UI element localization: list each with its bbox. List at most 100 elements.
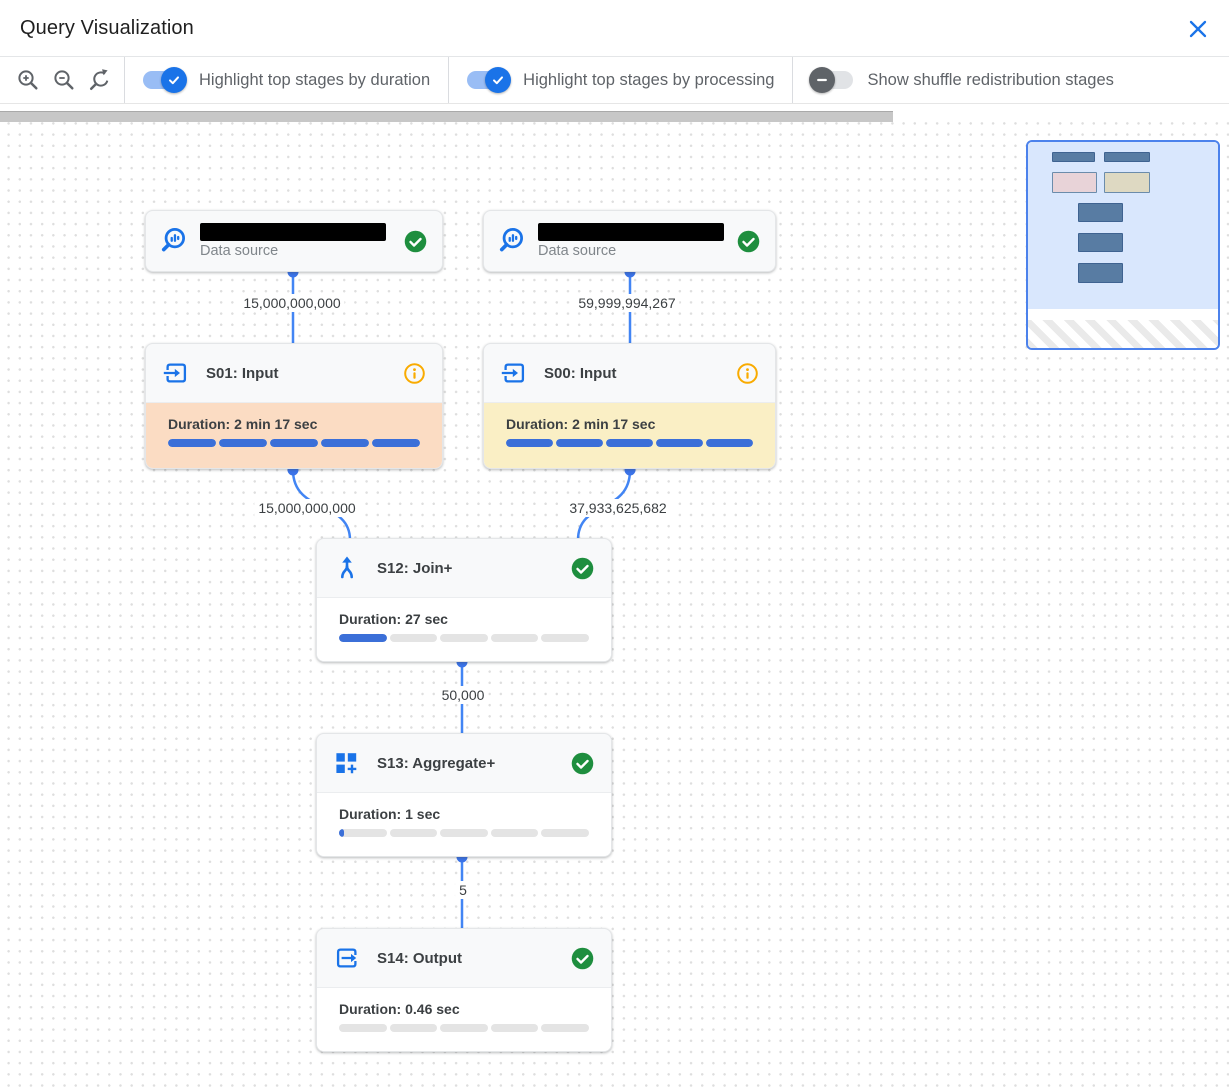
stage-body: Duration: 27 sec bbox=[317, 598, 611, 661]
minimap-node bbox=[1078, 263, 1123, 283]
show-shuffle-toggle[interactable] bbox=[809, 67, 854, 93]
minimap-node bbox=[1104, 172, 1150, 193]
join-stage-icon bbox=[341, 556, 353, 579]
edge-row-count: 50,000 bbox=[437, 686, 489, 704]
toolbar-divider bbox=[124, 57, 125, 103]
graph-canvas[interactable]: Data source Data source bbox=[0, 122, 1229, 1090]
progress-segment bbox=[440, 1024, 488, 1032]
minimap[interactable] bbox=[1026, 140, 1220, 350]
output-stage-icon bbox=[336, 948, 357, 968]
zoom-reset-button[interactable] bbox=[82, 62, 118, 98]
toggle-knob bbox=[809, 67, 836, 93]
highlight-processing-toggle[interactable] bbox=[467, 67, 512, 93]
progress-segment bbox=[389, 829, 438, 837]
progress-segment bbox=[168, 439, 216, 447]
stage-node-s01[interactable]: S01: Input Duration: 2 min 17 sec bbox=[145, 343, 443, 469]
stage-progress-bar bbox=[506, 439, 753, 447]
progress-segment bbox=[389, 634, 438, 642]
input-stage-icon bbox=[163, 363, 187, 383]
toggle-label-shuffle: Show shuffle redistribution stages bbox=[867, 70, 1114, 89]
stage-title: S13: Aggregate+ bbox=[377, 754, 496, 772]
progress-segment bbox=[490, 634, 539, 642]
progress-segment bbox=[556, 439, 603, 447]
input-stage-icon bbox=[501, 363, 525, 383]
stage-progress-bar bbox=[339, 829, 589, 837]
stage-body: Duration: 1 sec bbox=[317, 793, 611, 856]
minimap-empty-area bbox=[1028, 309, 1218, 320]
status-check-icon bbox=[571, 947, 594, 969]
progress-segment bbox=[656, 439, 703, 447]
toolbar: Highlight top stages by duration Highlig… bbox=[0, 57, 1229, 104]
stage-node-s00[interactable]: S00: Input Duration: 2 min 17 sec bbox=[483, 343, 776, 469]
toggle-knob bbox=[485, 67, 512, 93]
zoom-in-icon bbox=[18, 70, 38, 90]
check-icon bbox=[169, 76, 179, 85]
stage-title: S14: Output bbox=[377, 949, 462, 967]
data-source-label: Data source bbox=[200, 243, 279, 259]
zoom-out-icon bbox=[54, 70, 74, 90]
data-source-search-chart-icon bbox=[499, 227, 523, 252]
redacted-table-name bbox=[200, 223, 386, 241]
stage-body: Duration: 2 min 17 sec bbox=[146, 403, 442, 468]
minimap-node bbox=[1078, 203, 1123, 222]
horizontal-scrollbar[interactable] bbox=[0, 111, 893, 122]
info-icon[interactable] bbox=[737, 362, 758, 384]
toggle-group-shuffle: Show shuffle redistribution stages bbox=[799, 67, 1125, 93]
zoom-out-button[interactable] bbox=[46, 62, 82, 98]
close-button[interactable] bbox=[1183, 14, 1213, 44]
progress-segment bbox=[270, 439, 318, 447]
progress-segment bbox=[339, 634, 387, 642]
toggle-group-duration: Highlight top stages by duration bbox=[131, 67, 442, 93]
stage-node-s14[interactable]: S14: Output Duration: 0.46 sec bbox=[316, 928, 612, 1052]
progress-segment bbox=[440, 829, 488, 837]
progress-segment bbox=[219, 439, 267, 447]
edge-row-count: 15,000,000,000 bbox=[254, 499, 360, 517]
minimap-viewport[interactable] bbox=[1028, 142, 1218, 309]
stage-body: Duration: 2 min 17 sec bbox=[484, 403, 775, 468]
progress-segment bbox=[541, 634, 589, 642]
status-check-icon bbox=[571, 752, 594, 774]
minimap-node bbox=[1052, 172, 1097, 193]
toggle-knob bbox=[161, 67, 187, 93]
stage-title: S01: Input bbox=[206, 364, 279, 382]
progress-segment bbox=[541, 1024, 589, 1032]
edge-row-count: 37,933,625,682 bbox=[565, 499, 671, 517]
minus-icon bbox=[817, 78, 828, 82]
data-source-node-left[interactable]: Data source bbox=[145, 210, 443, 272]
data-source-text: Data source bbox=[200, 223, 386, 259]
minimap-node bbox=[1052, 152, 1095, 162]
stage-duration: Duration: 1 sec bbox=[339, 806, 441, 822]
highlight-duration-toggle[interactable] bbox=[143, 67, 187, 93]
toggle-group-processing: Highlight top stages by processing bbox=[455, 67, 786, 93]
data-source-label: Data source bbox=[538, 243, 617, 259]
stage-body: Duration: 0.46 sec bbox=[317, 988, 611, 1051]
check-icon bbox=[493, 76, 504, 85]
minimap-node bbox=[1078, 233, 1123, 252]
progress-segment bbox=[339, 1024, 387, 1032]
stage-title: S12: Join+ bbox=[377, 559, 453, 577]
progress-segment bbox=[321, 439, 369, 447]
stage-progress-bar bbox=[339, 634, 589, 642]
zoom-reset-icon bbox=[89, 69, 109, 91]
stage-header: S01: Input bbox=[146, 344, 442, 403]
data-source-node-right[interactable]: Data source bbox=[483, 210, 776, 272]
status-check-icon bbox=[737, 230, 760, 252]
progress-segment bbox=[389, 1024, 438, 1032]
stage-header: S14: Output bbox=[317, 929, 611, 988]
progress-segment bbox=[372, 439, 420, 447]
info-icon[interactable] bbox=[404, 362, 425, 384]
progress-segment bbox=[440, 634, 488, 642]
stage-duration: Duration: 27 sec bbox=[339, 611, 448, 627]
close-icon bbox=[1189, 20, 1207, 38]
data-source-text: Data source bbox=[538, 223, 724, 259]
stage-node-s13[interactable]: S13: Aggregate+ Duration: 1 sec bbox=[316, 733, 612, 857]
progress-segment bbox=[706, 439, 753, 447]
page-title: Query Visualization bbox=[20, 16, 194, 39]
toggle-label-processing: Highlight top stages by processing bbox=[523, 70, 775, 89]
panel-header: Query Visualization bbox=[0, 0, 1229, 57]
zoom-in-button[interactable] bbox=[10, 62, 46, 98]
stage-progress-bar bbox=[168, 439, 420, 447]
stage-duration: Duration: 0.46 sec bbox=[339, 1001, 460, 1017]
stage-node-s12[interactable]: S12: Join+ Duration: 27 sec bbox=[316, 538, 612, 662]
